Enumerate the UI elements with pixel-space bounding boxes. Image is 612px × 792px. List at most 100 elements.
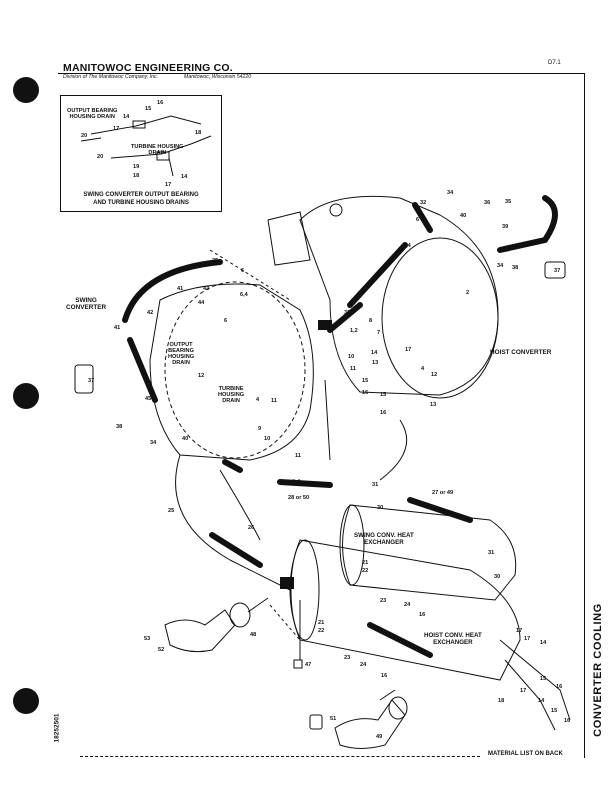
callout: 7 [377,330,381,336]
callout: 10 [348,354,355,360]
callout: 34 [150,440,157,446]
callout: 6 [224,318,228,324]
label-swing-heat-exchanger: SWING CONV. HEAT EXCHANGER [354,532,414,546]
routing-line-right-2 [505,660,555,730]
arrow-51 [380,690,395,700]
callout: 27 or 49 [432,490,454,496]
arrow-53 [248,598,268,612]
punch-hole-top [13,77,39,103]
hoist-heat-exchanger-body [290,540,520,680]
callout: 12 [198,373,205,379]
drain-fitting-47 [294,660,302,668]
punch-hole-bottom [13,688,39,714]
callout: 32 [344,310,351,316]
inset-line-drain [80,137,102,142]
left-margin-code: 18252501 [50,700,64,756]
callout: 31 [286,582,293,588]
callout: 31 [488,550,495,556]
inset-art [80,115,212,177]
label-hoist-converter: HOIST CONVERTER [490,349,552,356]
label-turbine-housing-drain: TURBINE HOUSING DRAIN [218,386,245,404]
location-text: Manitowoc, Wisconsin 54220 [184,74,252,80]
callout: 4 [256,397,260,403]
inset-callout-20a: 20 [81,133,88,139]
callout: 34 [497,263,504,269]
inset-callout-15: 15 [145,106,152,112]
callout: 2 [466,290,470,296]
hoist-converter-face [382,238,498,398]
inset-caption: SWING CONVERTER OUTPUT BEARING AND TURBI… [67,192,215,207]
inset-caption-line2: AND TURBINE HOUSING DRAINS [93,199,189,206]
inset-line-lower [110,135,212,159]
hose-hoist-top [415,205,430,230]
inset-callout-17: 17 [113,126,120,132]
hose-swing-loop [125,262,220,320]
routing-line-hoist [380,420,407,480]
callout: 22 [318,628,325,634]
callout: 15 [551,708,558,714]
callout: 36 [484,200,491,206]
inset-callout-14: 14 [123,114,130,120]
callout: 1,2 [350,328,358,334]
inset-line-upper [90,115,202,135]
label-hoist-heat-exchanger: HOIST CONV. HEAT EXCHANGER [424,632,482,646]
callout: 6,4 [240,292,248,298]
callout: 21 [362,560,369,566]
hoist-converter-ring [330,204,342,216]
callout: 48 [250,632,257,638]
swing-heat-exchanger-body [343,505,516,600]
callout: 24 [404,602,411,608]
page-frame [58,73,585,758]
dash-connector-3 [210,250,290,300]
hose-fitting-31 [280,577,294,589]
hose-hoist-to-cooler [500,198,555,250]
callout: 11 [295,453,301,459]
callout: 11 [271,398,277,404]
hoist-heat-exchanger-end [291,540,319,640]
callout: 47 [305,662,312,668]
frame-bottom-rule [80,756,480,757]
side-title: CONVERTER COOLING [588,580,608,760]
callout: 16 [564,718,571,724]
callout: 44 [198,300,205,306]
callout: 15 [362,378,369,384]
hose-fitting-32 [318,320,332,330]
swing-heat-exchanger-end [340,505,364,585]
hose-to-heat-exch-28 [280,482,330,485]
swing-converter-housing [150,284,313,460]
callout: 51 [330,716,337,722]
inset-callout-18b: 18 [133,173,140,179]
inset-label-output-bearing: OUTPUT BEARING HOUSING DRAIN [67,108,118,120]
label-output-bearing-drain: OUTPUT BEARING HOUSING DRAIN [168,342,195,366]
valve-block-left [75,365,93,393]
inset-callout-14b: 14 [181,174,188,180]
hose-left-vertical [130,340,155,400]
callout: 12 [431,372,438,378]
callout: 13 [430,402,437,408]
callout: 23 [344,655,351,661]
inset-fitting-b [156,151,170,161]
inset-callout-20b: 20 [97,154,104,160]
material-list-note: MATERIAL LIST ON BACK [488,751,563,757]
elbow-fitting-52 [165,610,235,652]
callout: 39 [502,224,509,230]
inset-line-bottom [168,157,174,177]
company-name: MANITOWOC ENGINEERING CO. [63,62,233,74]
division-text: Division of The Manitowoc Company, Inc. [63,74,159,80]
callout: 10 [264,436,271,442]
callout: 6 [241,268,245,274]
callout: 14 [371,350,378,356]
callout: 26 [248,525,255,531]
callout: 18 [498,698,505,704]
punch-hole-middle [13,383,39,409]
callout: 15 [380,392,387,398]
drain-line-a [176,455,290,590]
callout: 49 [376,734,383,740]
drain-fitting-51 [310,715,322,729]
page-code: D7.1 [548,60,561,66]
inset-callout-17b: 17 [165,182,172,188]
drain-line-b [220,470,260,540]
callout: 17 [405,347,412,353]
left-code-text: 18252501 [53,713,61,743]
